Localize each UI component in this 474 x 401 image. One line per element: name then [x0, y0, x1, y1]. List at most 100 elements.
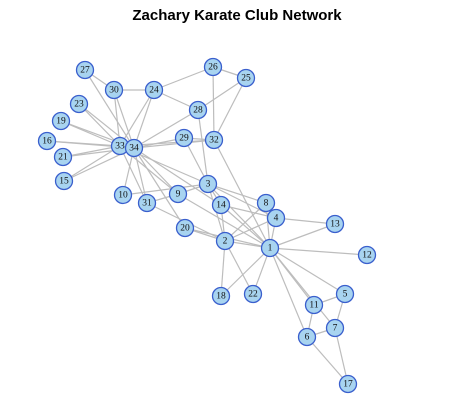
node-circle — [338, 374, 358, 394]
edge-34-28 — [133, 109, 199, 149]
node-label: 29 — [179, 134, 189, 144]
node-8: 8 — [256, 193, 276, 213]
edge-33-31 — [119, 145, 148, 204]
edge-10-3 — [122, 183, 209, 196]
node-circle — [256, 193, 276, 213]
edge-14-1 — [220, 204, 271, 249]
node-label: 3 — [206, 180, 211, 190]
edge-13-1 — [269, 223, 336, 249]
node-circle — [203, 57, 223, 77]
node-circle — [325, 214, 345, 234]
node-5: 5 — [335, 284, 355, 304]
node-label: 32 — [209, 136, 219, 146]
node-17: 17 — [338, 374, 358, 394]
node-label: 6 — [305, 333, 310, 343]
edge-33-24 — [119, 89, 155, 147]
node-23: 23 — [69, 94, 89, 114]
node-14: 14 — [211, 195, 231, 215]
edge-12-1 — [269, 247, 368, 256]
node-33: 33 — [110, 136, 130, 156]
node-label: 21 — [58, 153, 68, 163]
node-label: 28 — [193, 106, 203, 116]
node-circle — [215, 231, 235, 251]
node-label: 8 — [264, 199, 269, 209]
node-label: 13 — [330, 220, 340, 230]
node-20: 20 — [175, 218, 195, 238]
edge-33-30 — [113, 89, 121, 147]
edge-34-30 — [113, 89, 135, 149]
node-label: 14 — [216, 201, 226, 211]
node-24: 24 — [144, 80, 164, 100]
node-32: 32 — [204, 130, 224, 150]
edge-17-6 — [306, 336, 349, 385]
edge-9-1 — [177, 193, 271, 249]
node-31: 31 — [137, 193, 157, 213]
node-label: 16 — [42, 137, 52, 147]
node-circle — [204, 130, 224, 150]
node-label: 26 — [208, 63, 218, 73]
edge-4-2 — [224, 217, 277, 242]
node-9: 9 — [168, 184, 188, 204]
node-label: 33 — [115, 142, 125, 152]
node-label: 11 — [309, 301, 318, 311]
node-34: 34 — [124, 138, 144, 158]
edge-18-1 — [220, 247, 271, 297]
node-label: 18 — [216, 292, 226, 302]
node-circle — [51, 111, 71, 131]
edge-34-31 — [133, 147, 148, 204]
node-22: 22 — [243, 284, 263, 304]
node-19: 19 — [51, 111, 71, 131]
node-label: 31 — [142, 199, 152, 209]
node-27: 27 — [75, 60, 95, 80]
node-circle — [198, 174, 218, 194]
edge-4-3 — [207, 183, 277, 219]
edge-13-4 — [275, 217, 336, 225]
edge-14-4 — [220, 204, 277, 219]
edge-34-20 — [133, 147, 186, 229]
edge-34-24 — [133, 89, 155, 149]
node-layer: 1234567891011121314151617181920212223242… — [37, 57, 377, 394]
node-label: 4 — [274, 214, 279, 224]
node-circle — [113, 185, 133, 205]
edge-33-23 — [78, 103, 121, 147]
node-13: 13 — [325, 214, 345, 234]
node-circle — [211, 195, 231, 215]
edge-28-25 — [197, 77, 247, 111]
node-10: 10 — [113, 185, 133, 205]
node-2: 2 — [215, 231, 235, 251]
edge-28-3 — [197, 109, 209, 185]
edge-34-9 — [133, 147, 179, 195]
node-label: 23 — [74, 100, 84, 110]
node-label: 9 — [176, 190, 181, 200]
edge-26-24 — [153, 66, 214, 91]
node-21: 21 — [53, 147, 73, 167]
edge-22-2 — [224, 240, 254, 295]
node-circle — [175, 218, 195, 238]
edge-32-1 — [213, 139, 271, 249]
edge-34-32 — [133, 139, 215, 149]
node-circle — [325, 318, 345, 338]
node-label: 22 — [248, 290, 258, 300]
edge-3-1 — [207, 183, 271, 249]
node-circle — [260, 238, 280, 258]
node-label: 2 — [223, 237, 228, 247]
node-28: 28 — [188, 100, 208, 120]
edge-33-15 — [63, 145, 121, 182]
edge-6-1 — [269, 247, 308, 338]
node-label: 19 — [56, 117, 66, 127]
node-circle — [168, 184, 188, 204]
edge-11-1 — [269, 247, 315, 306]
node-29: 29 — [174, 128, 194, 148]
edge-18-2 — [220, 240, 226, 297]
node-label: 30 — [109, 86, 119, 96]
node-label: 10 — [118, 191, 128, 201]
node-3: 3 — [198, 174, 218, 194]
node-label: 1 — [268, 244, 273, 254]
node-18: 18 — [211, 286, 231, 306]
node-circle — [357, 245, 377, 265]
node-circle — [144, 80, 164, 100]
node-label: 20 — [180, 224, 190, 234]
edge-layer — [46, 66, 368, 385]
node-1: 1 — [260, 238, 280, 258]
